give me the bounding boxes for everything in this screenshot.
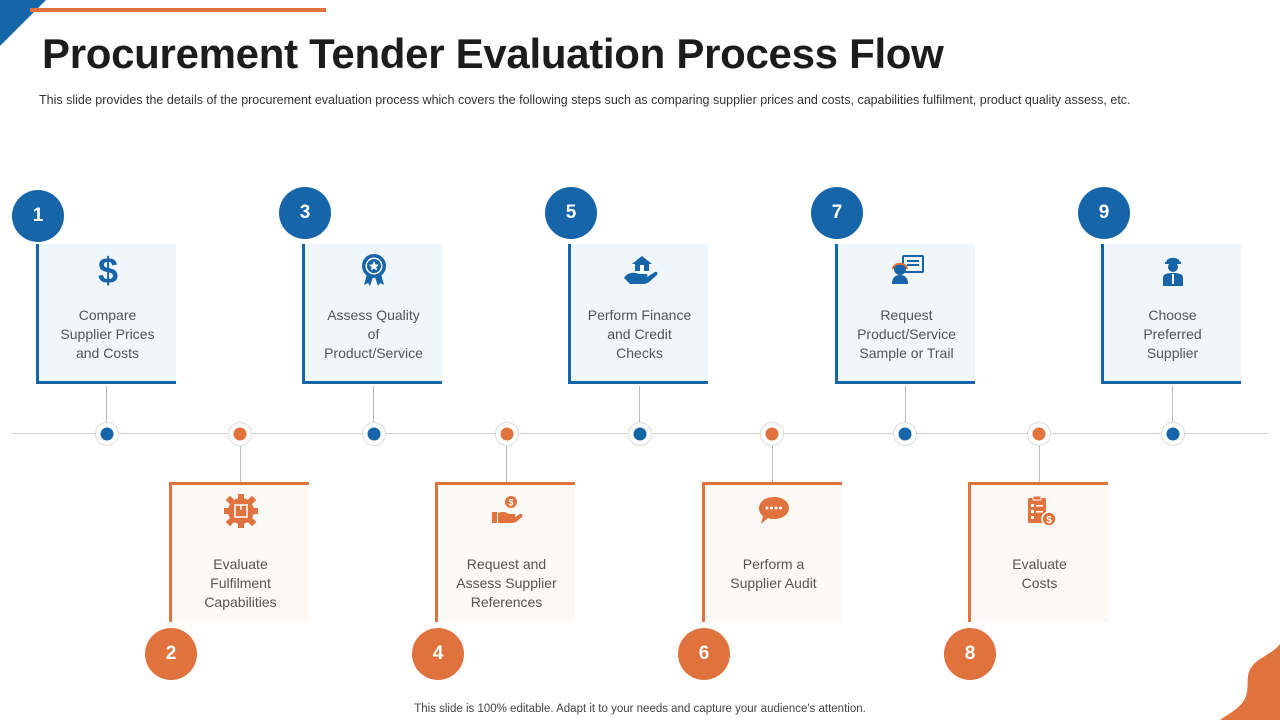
timeline-node-4 <box>495 422 519 446</box>
timeline-node-8 <box>1027 422 1051 446</box>
step-label: Assess Quality of Product/Service <box>324 307 423 361</box>
step-number-8: 8 <box>944 628 996 680</box>
hand-house-icon <box>623 256 657 284</box>
step-number-9: 9 <box>1078 187 1130 239</box>
timeline-node-6 <box>760 422 784 446</box>
svg-text:$: $ <box>508 498 513 508</box>
step-card-5: Perform Finance and Credit Checks <box>568 244 708 384</box>
timeline-node-1 <box>95 422 119 446</box>
step-label: Compare Supplier Prices and Costs <box>60 307 155 361</box>
connector <box>106 386 107 434</box>
page-subtitle: This slide provides the details of the p… <box>39 93 1131 107</box>
step-number-4: 4 <box>412 628 464 680</box>
step-label: Perform Finance and Credit Checks <box>587 307 692 361</box>
step-number-5: 5 <box>545 187 597 239</box>
timeline-node-5 <box>628 422 652 446</box>
corner-blob-decoration <box>1220 644 1280 720</box>
accent-bar <box>30 8 326 12</box>
corner-decoration <box>0 0 46 46</box>
timeline-node-7 <box>893 422 917 446</box>
page-title: Procurement Tender Evaluation Process Fl… <box>42 30 944 77</box>
step-card-6: Perform a Supplier Audit <box>702 482 842 622</box>
step-number-1: 1 <box>12 190 64 242</box>
step-card-2: Evaluate Fulfilment Capabilities <box>169 482 309 622</box>
dollar-icon: $ <box>97 252 117 288</box>
timeline-node-9 <box>1161 422 1185 446</box>
step-number-3: 3 <box>279 187 331 239</box>
step-label: Evaluate Fulfilment Capabilities <box>204 556 277 610</box>
step-label: Request and Assess Supplier References <box>456 556 557 610</box>
checklist-coin-icon: $ <box>1027 495 1057 527</box>
connector <box>1172 386 1173 434</box>
connector <box>373 386 374 434</box>
step-card-4: $ Request and Assess Supplier References <box>435 482 575 622</box>
connector <box>506 434 507 482</box>
gear-box-icon <box>223 494 258 528</box>
svg-text:$: $ <box>97 252 117 288</box>
connector <box>905 386 906 434</box>
connector <box>639 386 640 434</box>
step-label: Request Product/Service Sample or Trail <box>857 307 956 361</box>
step-label: Perform a Supplier Audit <box>730 556 817 591</box>
step-number-2: 2 <box>145 628 197 680</box>
timeline-node-2 <box>228 422 252 446</box>
step-card-1: $ Compare Supplier Prices and Costs <box>36 244 176 384</box>
footer-note: This slide is 100% editable. Adapt it to… <box>414 703 866 715</box>
connector <box>1039 434 1040 482</box>
connector <box>772 434 773 482</box>
award-ribbon-icon <box>361 254 386 286</box>
timeline-node-3 <box>362 422 386 446</box>
connector <box>240 434 241 482</box>
step-number-7: 7 <box>811 187 863 239</box>
step-label: Choose Preferred Supplier <box>1143 307 1202 361</box>
support-agent-icon <box>891 255 924 284</box>
svg-text:$: $ <box>1046 515 1052 526</box>
step-card-7: Request Product/Service Sample or Trail <box>835 244 975 384</box>
step-card-3: Assess Quality of Product/Service <box>302 244 442 384</box>
step-card-8: $ Evaluate Costs <box>968 482 1108 622</box>
step-number-6: 6 <box>678 628 730 680</box>
speech-bubble-icon <box>758 497 789 524</box>
step-label: Evaluate Costs <box>1012 556 1067 591</box>
step-card-9: Choose Preferred Supplier <box>1101 244 1241 384</box>
hand-coin-icon: $ <box>491 496 522 523</box>
worker-icon <box>1162 257 1183 286</box>
